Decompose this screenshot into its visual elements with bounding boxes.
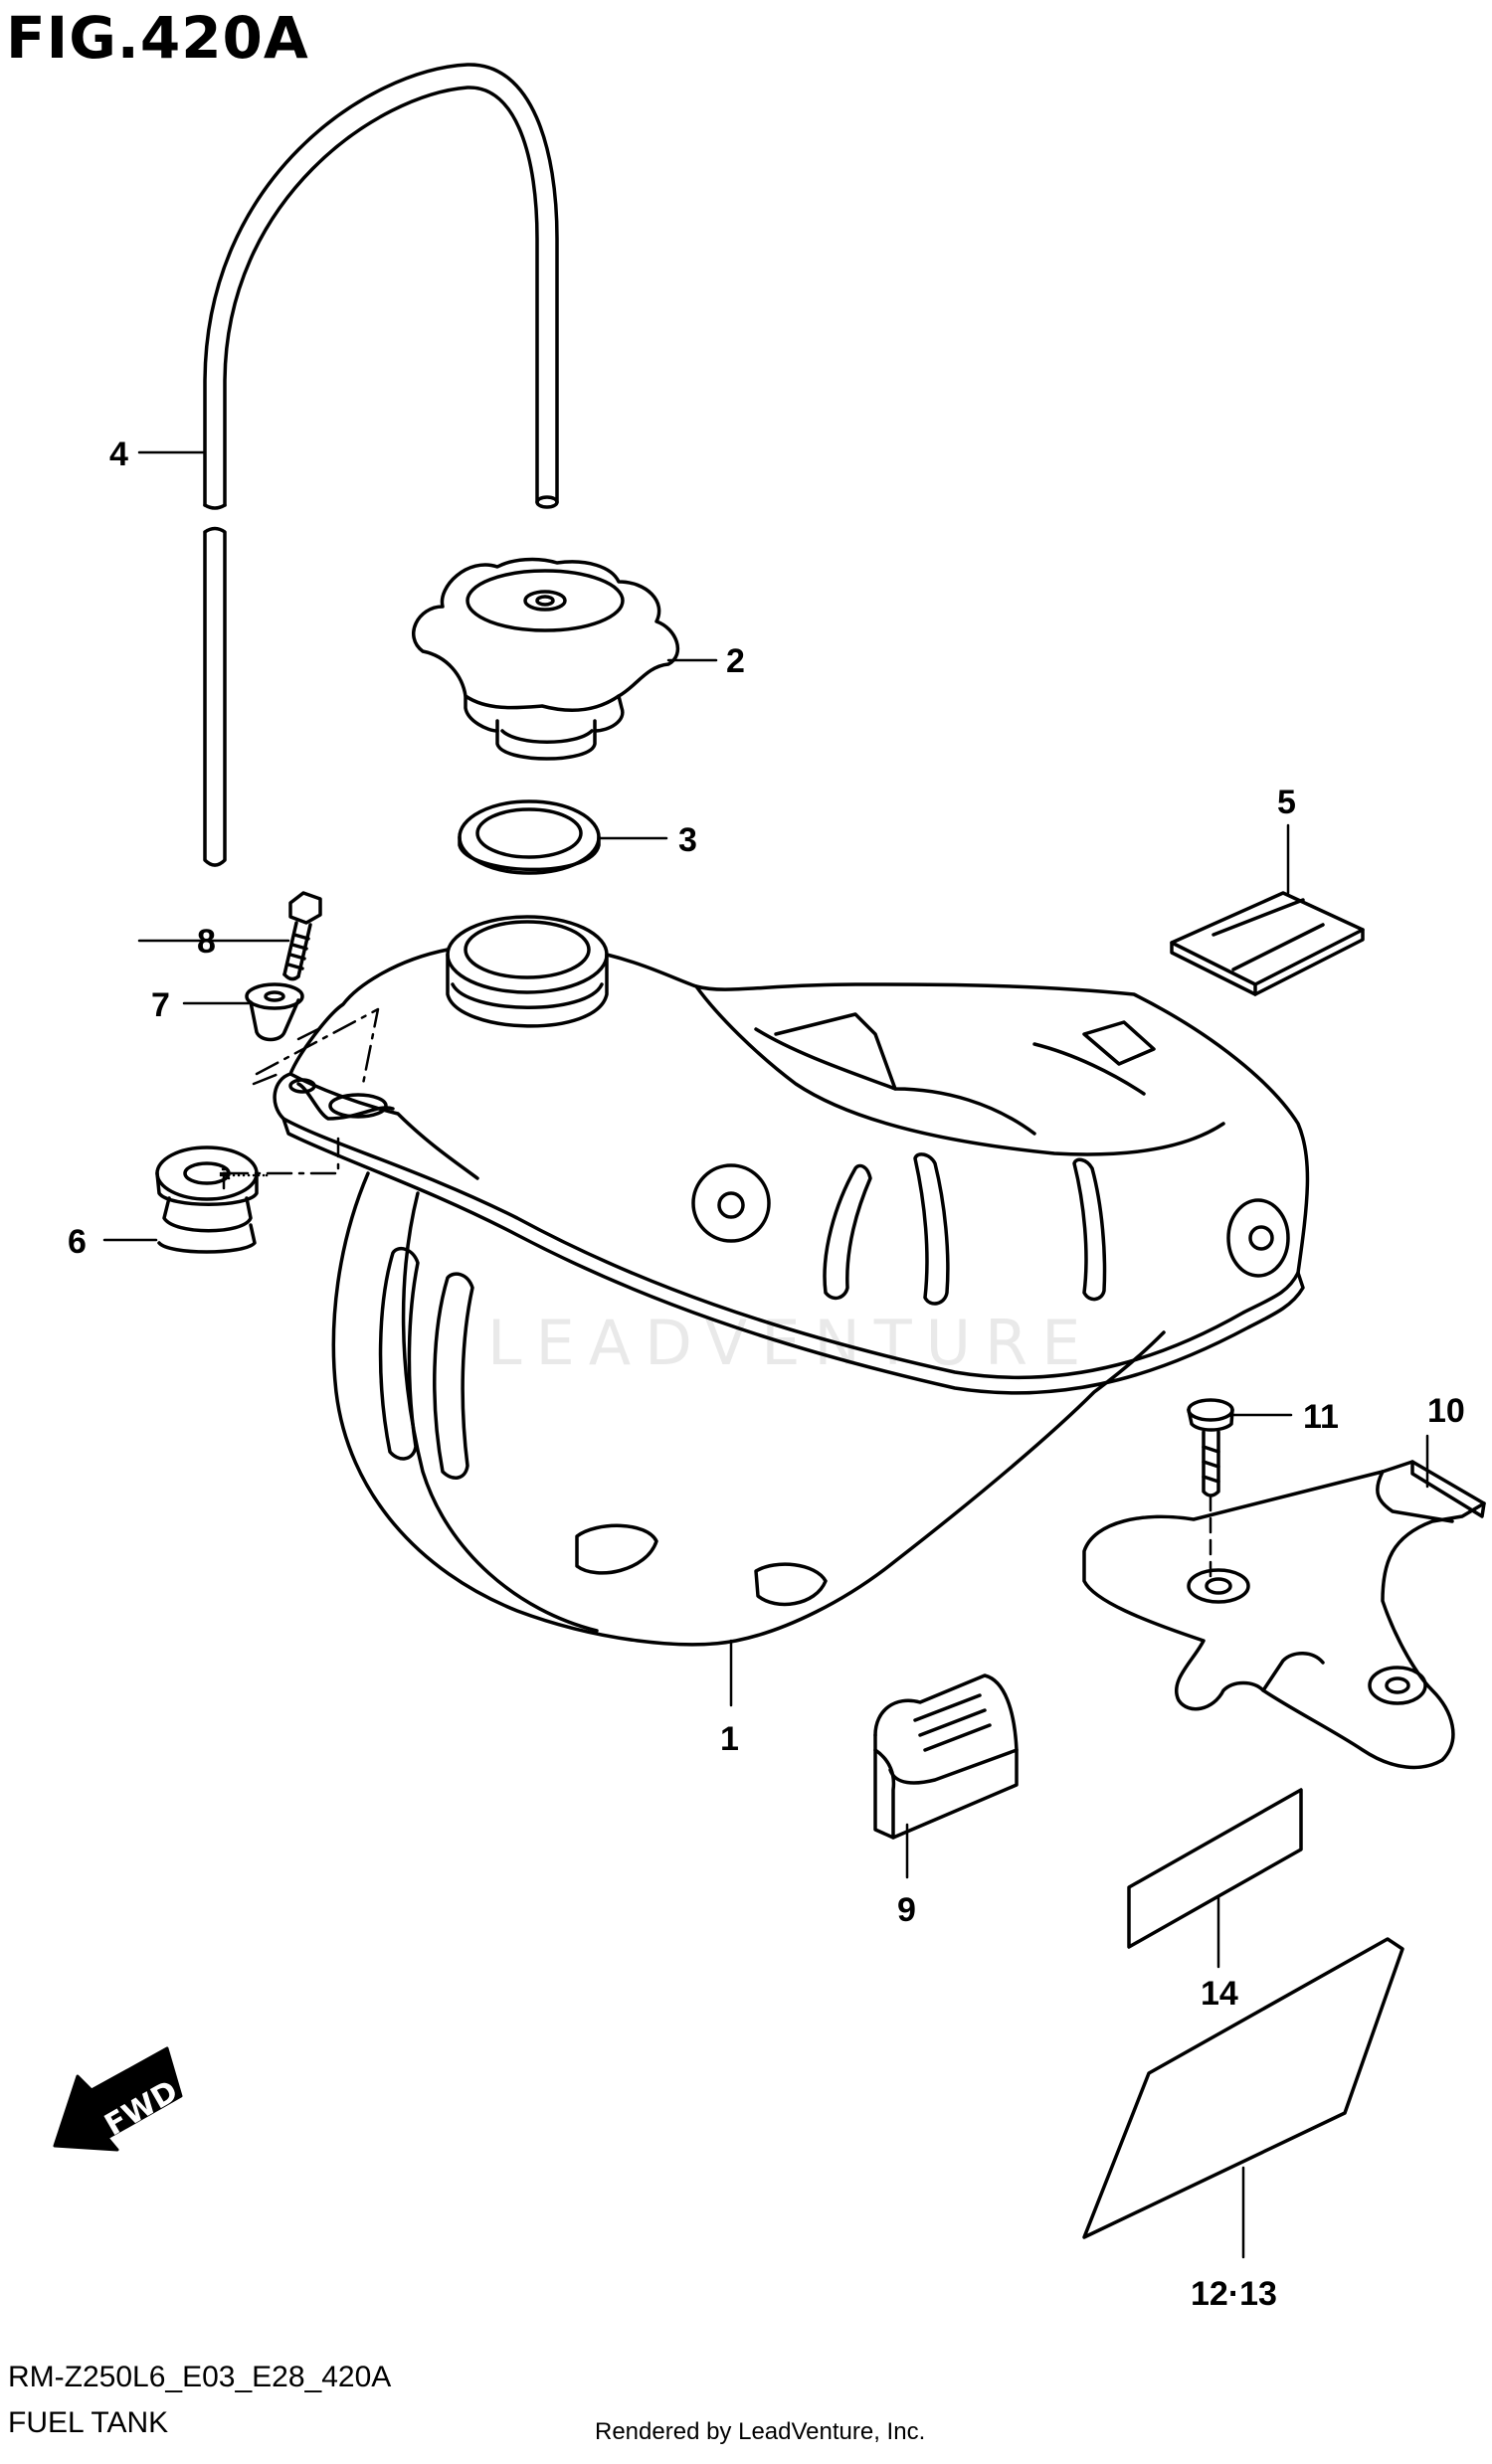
callout-5: 5 bbox=[1277, 784, 1296, 821]
warning-label bbox=[1127, 1788, 1303, 1949]
tank-cushion bbox=[873, 1673, 1019, 1840]
assembly-name: FUEL TANK bbox=[8, 2406, 169, 2439]
reference-lines bbox=[219, 1007, 380, 1190]
callout-4: 4 bbox=[109, 436, 128, 473]
fuel-tank bbox=[273, 915, 1310, 1647]
callout-labels: 1 2 3 4 5 6 7 8 9 10 11 12·13 14 bbox=[68, 436, 1465, 2313]
cap-gasket bbox=[458, 799, 601, 875]
callout-3: 3 bbox=[678, 821, 697, 859]
callout-12-13: 12·13 bbox=[1191, 2275, 1277, 2313]
callout-11: 11 bbox=[1303, 1398, 1339, 1436]
mounting-bolt bbox=[282, 891, 322, 981]
callout-10: 10 bbox=[1427, 1392, 1465, 1430]
forward-arrow-icon: FWD bbox=[53, 2046, 184, 2152]
rubber-grommet bbox=[155, 1145, 259, 1254]
collar-washer bbox=[245, 982, 304, 1042]
callout-8: 8 bbox=[197, 923, 216, 961]
tank-strap-clip bbox=[1170, 891, 1365, 996]
bracket-screw bbox=[1187, 1398, 1234, 1497]
callout-14: 14 bbox=[1201, 1975, 1238, 2013]
leader-lines bbox=[102, 450, 1429, 2259]
breather-hose bbox=[203, 63, 559, 867]
rendered-by-credit: Rendered by LeadVenture, Inc. bbox=[595, 2418, 926, 2445]
callout-9: 9 bbox=[897, 1891, 916, 1929]
watermark: LEADVENTURE bbox=[487, 1307, 1094, 1379]
drawing-code: RM-Z250L6_E03_E28_420A bbox=[8, 2361, 392, 2393]
tank-bracket bbox=[1082, 1460, 1486, 1770]
callout-7: 7 bbox=[151, 986, 170, 1024]
caution-label bbox=[1082, 1937, 1404, 2239]
callout-6: 6 bbox=[68, 1223, 87, 1261]
callout-1: 1 bbox=[720, 1720, 739, 1758]
figure-title: FIG.420A bbox=[6, 4, 309, 72]
fuel-cap bbox=[412, 557, 680, 761]
callout-2: 2 bbox=[726, 642, 745, 680]
